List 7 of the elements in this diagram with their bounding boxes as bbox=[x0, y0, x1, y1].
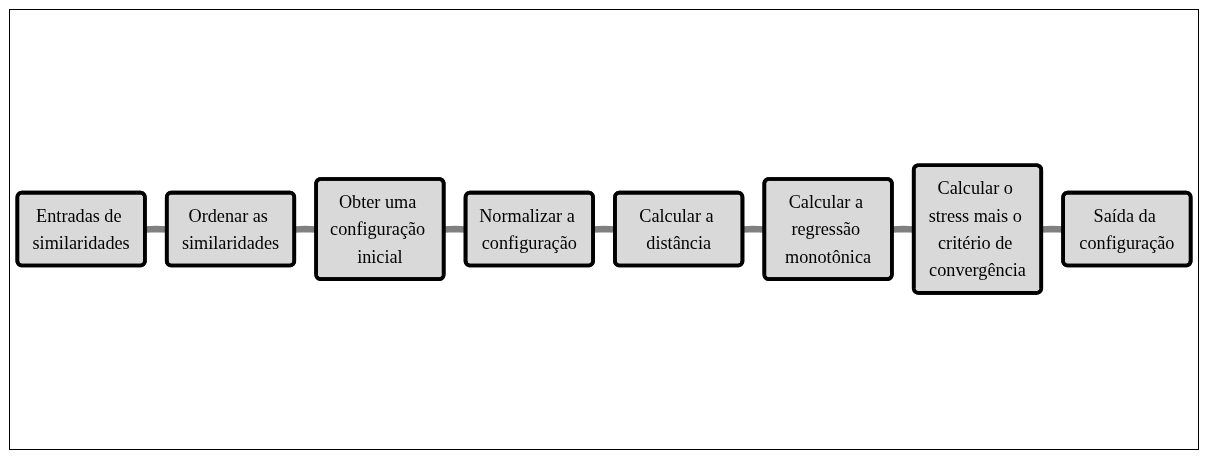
connector bbox=[294, 226, 317, 234]
connector bbox=[742, 226, 765, 234]
connector bbox=[444, 226, 467, 234]
connector bbox=[1041, 226, 1064, 234]
connector bbox=[593, 226, 616, 234]
connector bbox=[892, 226, 915, 234]
connector bbox=[145, 226, 168, 234]
